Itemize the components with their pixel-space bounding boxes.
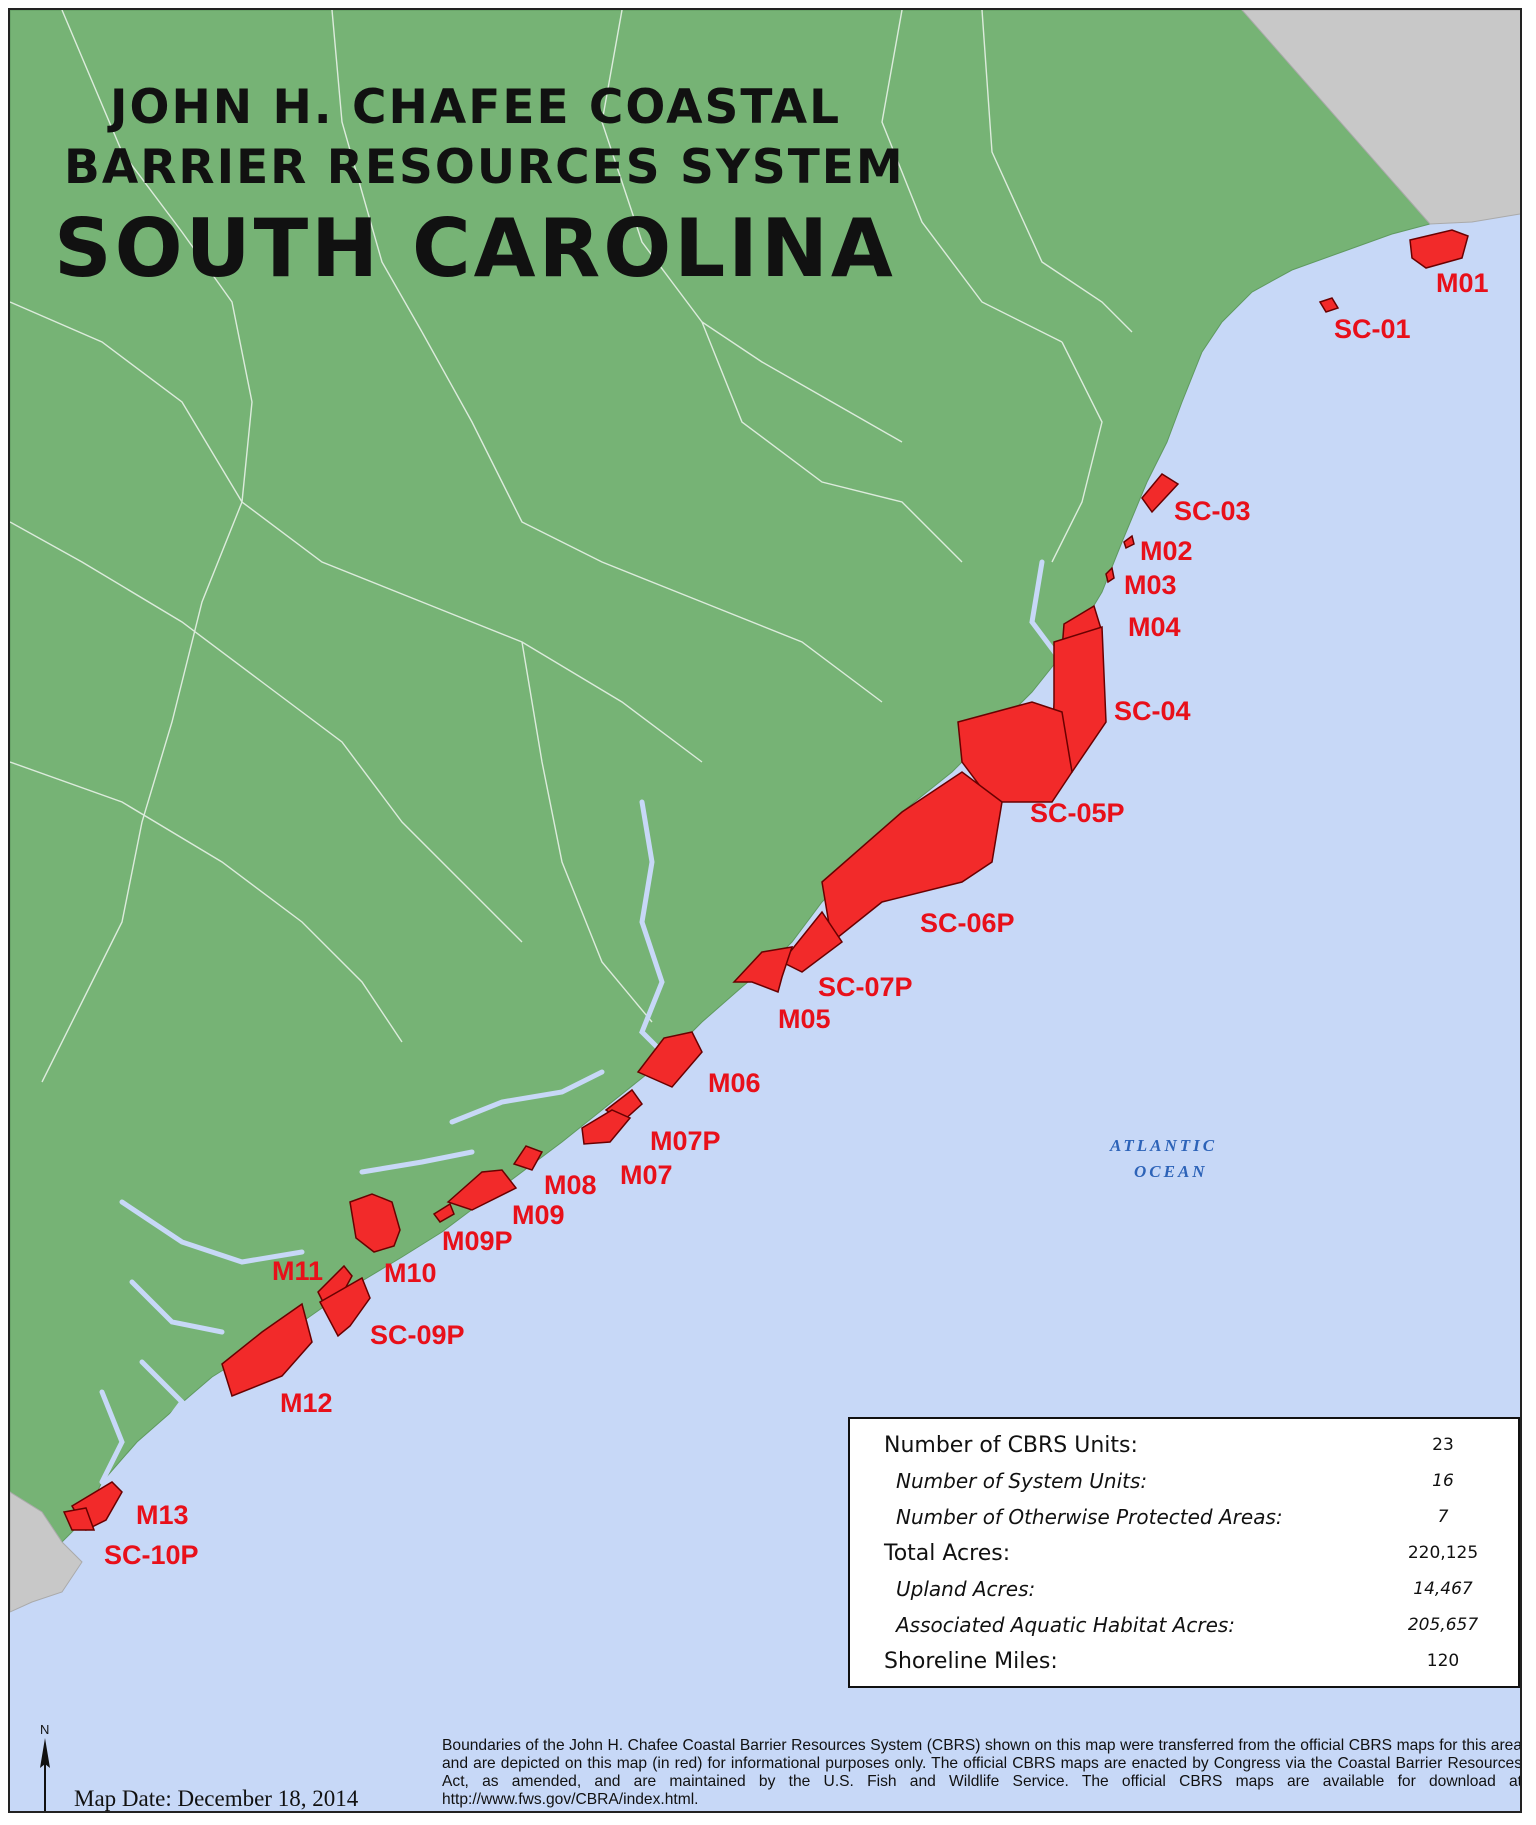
- county-lines: [10, 10, 1133, 1083]
- stat-value: 23: [1432, 1435, 1454, 1455]
- unit-M09: [446, 1169, 518, 1211]
- label-SC-04: SC-04: [1114, 696, 1191, 726]
- unit-SC-03: [1141, 473, 1180, 514]
- unit-M05: [732, 946, 794, 993]
- stat-label: Number of CBRS Units:: [884, 1432, 1138, 1458]
- stat-label: Total Acres:: [884, 1540, 1011, 1566]
- stat-value: 205,657: [1407, 1615, 1479, 1635]
- label-M02: M02: [1140, 536, 1193, 566]
- stat-value: 16: [1432, 1471, 1454, 1491]
- north-label: N: [40, 1722, 50, 1737]
- unit-M03: [1105, 566, 1115, 584]
- stat-value: 7: [1437, 1507, 1449, 1527]
- cbrs-units: [62, 229, 1469, 1531]
- title-line-2: BARRIER RESOURCES SYSTEM: [64, 140, 905, 195]
- title-line-1: JOHN H. CHAFEE COASTAL: [110, 80, 842, 135]
- map-canvas: [10, 10, 1520, 1811]
- unit-M10: [349, 1193, 401, 1253]
- label-SC-03: SC-03: [1174, 496, 1251, 526]
- label-M12: M12: [280, 1388, 333, 1418]
- label-SC-09P: SC-09P: [370, 1320, 465, 1350]
- unit-SC-05P: [957, 701, 1073, 803]
- unit-SC-09P: [318, 1276, 371, 1338]
- unit-M09P: [432, 1202, 455, 1223]
- label-M08: M08: [544, 1170, 597, 1200]
- georgia-area: [10, 1491, 83, 1613]
- label-M10: M10: [384, 1258, 437, 1288]
- label-M11: M11: [272, 1256, 324, 1286]
- stat-label: Associated Aquatic Habitat Acres:: [896, 1613, 1236, 1637]
- stat-value: 220,125: [1407, 1543, 1479, 1563]
- stat-label: Number of Otherwise Protected Areas:: [896, 1505, 1283, 1529]
- stat-label: Shoreline Miles:: [884, 1648, 1058, 1674]
- stat-label: Upland Acres:: [896, 1577, 1036, 1601]
- label-M04: M04: [1128, 612, 1181, 642]
- map-frame: JOHN H. CHAFEE COASTAL BARRIER RESOURCES…: [8, 8, 1522, 1813]
- stat-row: Number of CBRS Units: 23: [884, 1427, 1488, 1463]
- label-M01: M01: [1436, 268, 1489, 298]
- stat-row: Upland Acres: 14,467: [884, 1571, 1488, 1607]
- label-SC-05P: SC-05P: [1030, 798, 1125, 828]
- unit-M02: [1123, 534, 1135, 550]
- label-SC-06P: SC-06P: [920, 908, 1015, 938]
- label-M07P: M07P: [650, 1126, 721, 1156]
- unit-SC-07P: [780, 910, 844, 973]
- title-state: SOUTH CAROLINA: [54, 202, 896, 295]
- ocean-label-line-1: ATLANTIC: [1110, 1136, 1218, 1155]
- label-M05: M05: [778, 1004, 831, 1034]
- stat-label: Number of System Units:: [896, 1469, 1148, 1493]
- unit-M01: [1409, 229, 1469, 269]
- label-M09P: M09P: [442, 1226, 513, 1256]
- label-M03: M03: [1124, 570, 1177, 600]
- unit-M08: [512, 1145, 544, 1171]
- stat-row: Number of Otherwise Protected Areas: 7: [884, 1499, 1488, 1535]
- label-SC-07P: SC-07P: [818, 972, 913, 1002]
- unit-M12: [221, 1302, 313, 1397]
- ocean-label-line-2: OCEAN: [1134, 1162, 1208, 1181]
- unit-SC-01: [1318, 297, 1340, 313]
- unit-SC-06P: [821, 771, 1003, 944]
- north-carolina-area: [1241, 10, 1520, 225]
- label-M13: M13: [136, 1500, 189, 1530]
- stat-row: Associated Aquatic Habitat Acres: 205,657: [884, 1607, 1488, 1643]
- north-arrow-icon: [40, 1738, 50, 1811]
- unit-M07: [581, 1109, 632, 1145]
- unit-SC-10P: [62, 1507, 96, 1531]
- unit-M06: [636, 1031, 703, 1088]
- stat-value: 14,467: [1413, 1579, 1473, 1599]
- label-M06: M06: [708, 1068, 761, 1098]
- stat-value: 120: [1426, 1651, 1460, 1671]
- label-M07: M07: [620, 1160, 673, 1190]
- label-SC-01: SC-01: [1334, 314, 1411, 344]
- stat-row: Shoreline Miles: 120: [884, 1643, 1488, 1679]
- disclaimer-text: Boundaries of the John H. Chafee Coastal…: [442, 1737, 1522, 1808]
- label-SC-10P: SC-10P: [104, 1540, 199, 1570]
- stat-row: Number of System Units: 16: [884, 1463, 1488, 1499]
- stat-row: Total Acres: 220,125: [884, 1535, 1488, 1571]
- map-date: Map Date: December 18, 2014: [74, 1786, 359, 1811]
- label-M09: M09: [512, 1200, 565, 1230]
